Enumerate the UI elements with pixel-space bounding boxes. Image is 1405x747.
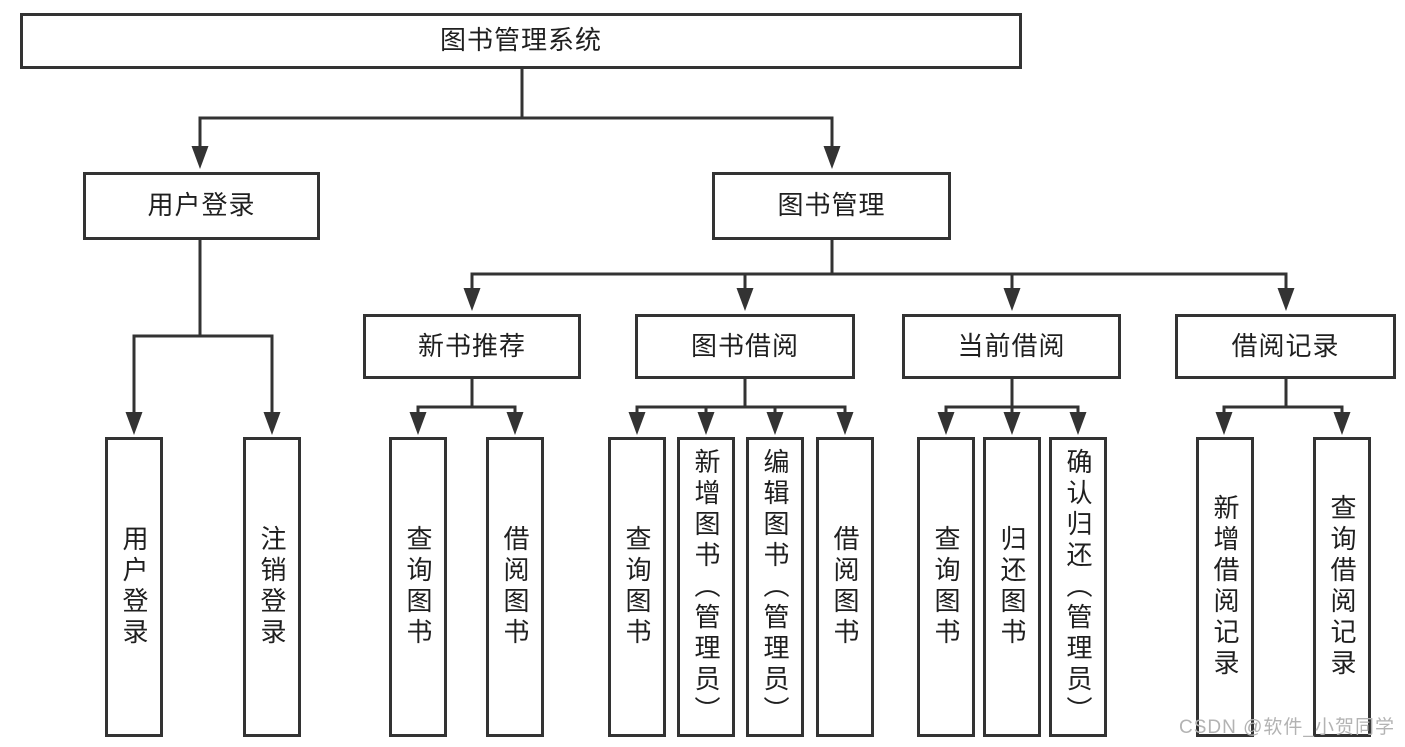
arrow-down-icon (766, 412, 784, 435)
leaf-query-borrow-record: 查询借阅记录 (1313, 437, 1371, 737)
node-root-system: 图书管理系统 (20, 13, 1022, 69)
arrow-down-icon (409, 412, 427, 435)
node-label: 注销登录 (257, 525, 287, 649)
arrowhead-icons (125, 146, 1351, 435)
arrow-down-icon (697, 412, 715, 435)
node-label: 用户登录 (119, 525, 149, 649)
node-label: 图书管理系统 (439, 25, 602, 56)
arrow-down-icon (1333, 412, 1351, 435)
node-label: 用户登录 (147, 190, 256, 221)
node-label: 当前借阅 (957, 330, 1066, 361)
arrow-down-icon (836, 412, 854, 435)
arrow-down-icon (191, 146, 209, 169)
arrow-down-icon (1003, 412, 1021, 435)
node-new-book-recommend: 新书推荐 (363, 314, 581, 379)
leaf-query-books-borrow: 查询图书 (608, 437, 666, 737)
leaf-logout: 注销登录 (243, 437, 301, 737)
arrow-down-icon (628, 412, 646, 435)
arrow-down-icon (1215, 412, 1233, 435)
arrow-down-icon (736, 288, 754, 311)
leaf-add-book-admin: 新增图书（管理员） (677, 437, 735, 737)
arrow-down-icon (1277, 288, 1295, 311)
node-book-management: 图书管理 (712, 172, 951, 240)
node-label: 查询借阅记录 (1327, 494, 1357, 680)
node-label: 确认归还（管理员） (1063, 447, 1093, 727)
arrow-down-icon (263, 412, 281, 435)
leaf-query-books-current: 查询图书 (917, 437, 975, 737)
leaf-add-borrow-record: 新增借阅记录 (1196, 437, 1254, 737)
node-label: 查询图书 (403, 525, 433, 649)
arrow-down-icon (823, 146, 841, 169)
node-user-login: 用户登录 (83, 172, 320, 240)
node-current-borrow: 当前借阅 (902, 314, 1121, 379)
leaf-borrow-books-recommend: 借阅图书 (486, 437, 544, 737)
arrow-down-icon (506, 412, 524, 435)
leaf-user-login: 用户登录 (105, 437, 163, 737)
node-label: 借阅记录 (1231, 330, 1340, 361)
leaf-return-book: 归还图书 (983, 437, 1041, 737)
leaf-query-books-recommend: 查询图书 (389, 437, 447, 737)
node-label: 图书借阅 (690, 330, 799, 361)
node-label: 归还图书 (997, 525, 1027, 649)
node-label: 图书管理 (777, 190, 886, 221)
node-book-borrow: 图书借阅 (635, 314, 855, 379)
node-label: 查询图书 (622, 525, 652, 649)
arrow-down-icon (1003, 288, 1021, 311)
node-label: 新增借阅记录 (1210, 494, 1240, 680)
node-label: 借阅图书 (500, 525, 530, 649)
node-label: 新增图书（管理员） (691, 447, 721, 727)
leaf-edit-book-admin: 编辑图书（管理员） (746, 437, 804, 737)
node-label: 编辑图书（管理员） (760, 447, 790, 727)
node-label: 查询图书 (931, 525, 961, 649)
node-label: 新书推荐 (417, 330, 526, 361)
node-label: 借阅图书 (830, 525, 860, 649)
csdn-watermark: CSDN @软件_小贺同学 (1179, 717, 1395, 738)
arrow-down-icon (937, 412, 955, 435)
arrow-down-icon (463, 288, 481, 311)
node-borrow-records: 借阅记录 (1175, 314, 1396, 379)
leaf-confirm-return-admin: 确认归还（管理员） (1049, 437, 1107, 737)
arrow-down-icon (125, 412, 143, 435)
arrow-down-icon (1069, 412, 1087, 435)
leaf-borrow-books: 借阅图书 (816, 437, 874, 737)
